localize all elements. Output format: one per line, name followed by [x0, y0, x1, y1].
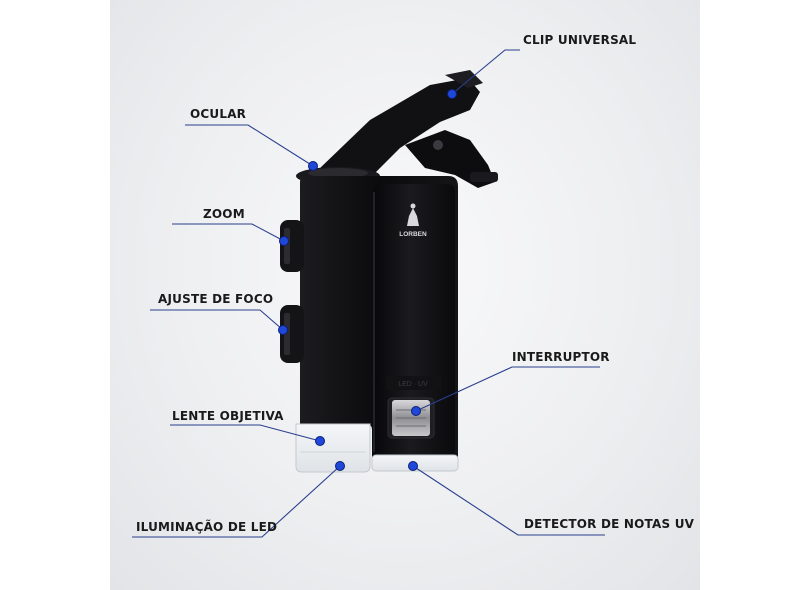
focus-knob: [280, 305, 304, 363]
label-led: ILUMINAÇÃO DE LED: [136, 520, 278, 534]
leader-line-focus: [150, 309, 284, 331]
leader-line-zoom: [172, 223, 285, 242]
marker-uv: [408, 461, 418, 471]
leader-line-switch: [415, 366, 600, 412]
marker-ocular: [308, 161, 318, 171]
brand-logo-text: LORBEN: [399, 231, 427, 238]
marker-switch: [411, 406, 421, 416]
marker-led: [335, 461, 345, 471]
microscope-body: [300, 176, 458, 463]
leader-line-ocular: [185, 124, 314, 167]
label-switch: INTERRUPTOR: [512, 350, 610, 364]
marker-zoom: [279, 236, 289, 246]
zoom-knob: [280, 220, 304, 272]
label-ocular: OCULAR: [190, 107, 247, 121]
leader-lines: [132, 49, 605, 538]
label-lens: LENTE OBJETIVA: [172, 409, 284, 423]
label-clip: CLIP UNIVERSAL: [523, 33, 637, 47]
leader-line-lens: [170, 424, 321, 442]
label-zoom: ZOOM: [203, 207, 245, 221]
markers: [278, 89, 457, 471]
universal-clip: [318, 70, 498, 188]
leader-line-clip: [451, 49, 520, 95]
marker-clip: [447, 89, 457, 99]
switch-marking: LED · UV: [398, 381, 428, 388]
leader-line-uv: [412, 465, 605, 536]
label-uv: DETECTOR DE NOTAS UV: [524, 517, 695, 531]
marker-focus: [278, 325, 288, 335]
leader-line-led: [132, 465, 341, 538]
label-focus: AJUSTE DE FOCO: [158, 292, 274, 306]
marker-lens: [315, 436, 325, 446]
